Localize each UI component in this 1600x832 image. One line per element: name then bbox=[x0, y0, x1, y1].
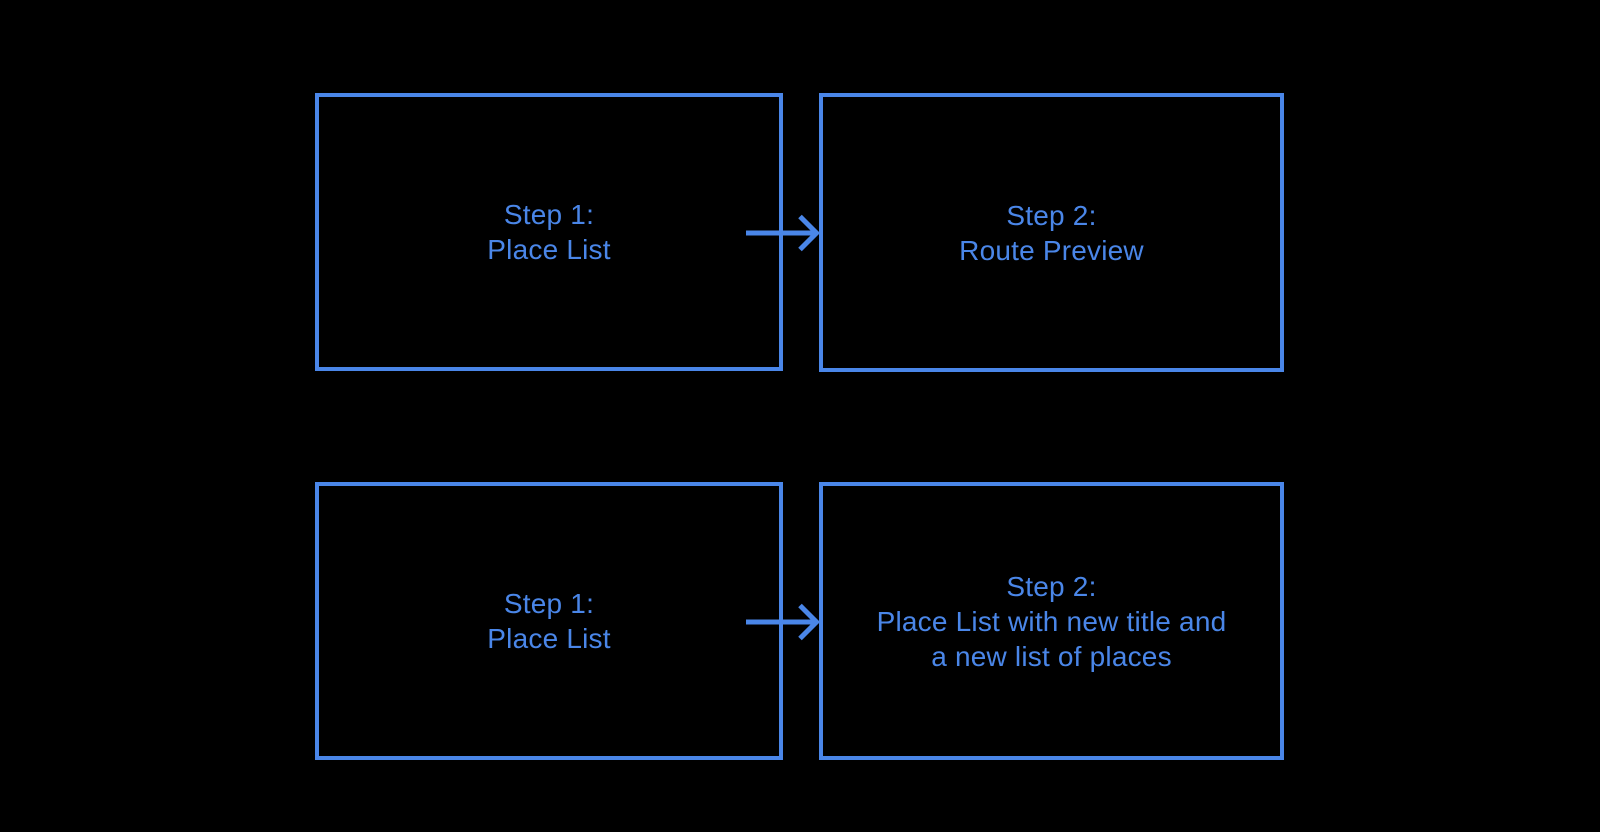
flow-box-step2-bottom: Step 2: Place List with new title and a … bbox=[819, 482, 1284, 760]
flow-box-step2-top: Step 2: Route Preview bbox=[819, 93, 1284, 372]
flow-box-step1-bottom-label: Step 1: Place List bbox=[487, 588, 611, 654]
flow-box-step1-top: Step 1: Place List bbox=[315, 93, 783, 371]
flow-box-step1-bottom: Step 1: Place List bbox=[315, 482, 783, 760]
flow-box-step2-bottom-label: Step 2: Place List with new title and a … bbox=[876, 570, 1227, 672]
flow-box-step2-top-label: Step 2: Route Preview bbox=[959, 199, 1144, 266]
flow-box-step1-top-label: Step 1: Place List bbox=[487, 199, 611, 265]
